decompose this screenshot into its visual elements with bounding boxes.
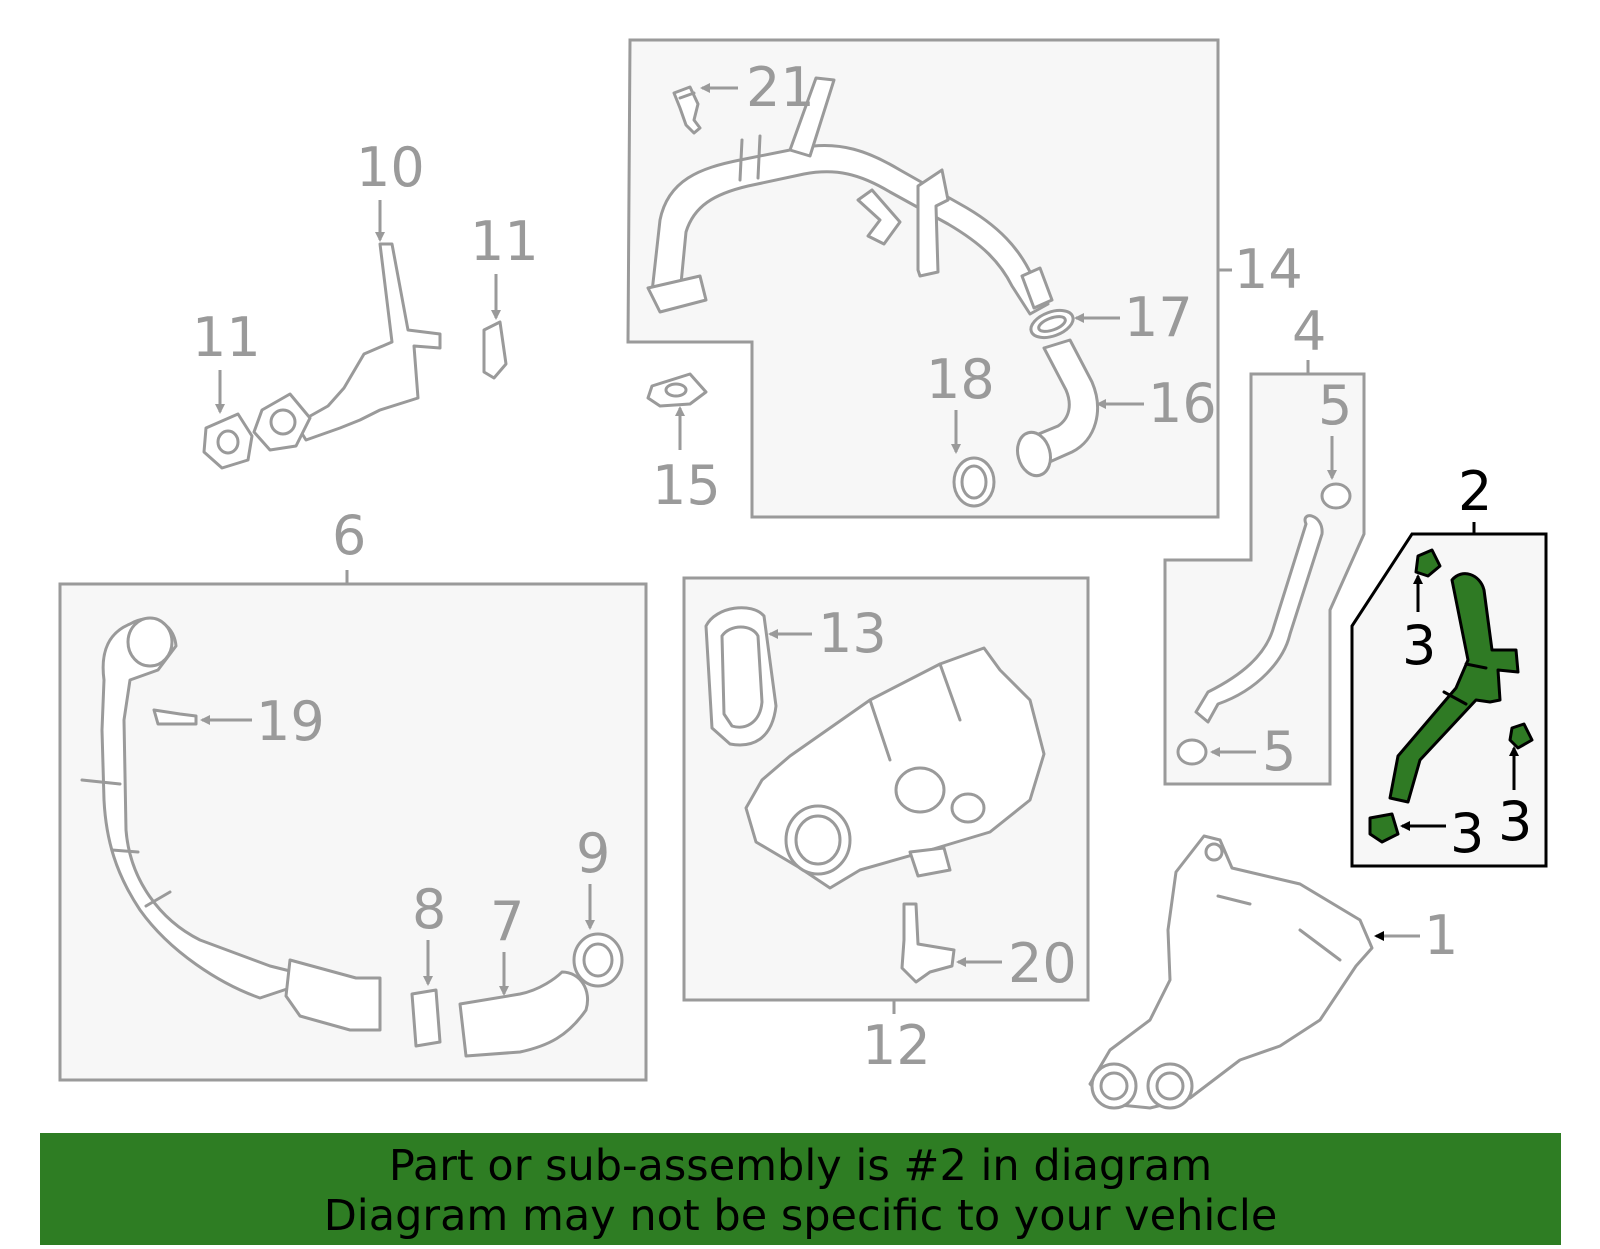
part-10-pipe[interactable] [252, 242, 442, 452]
callout-10: 10 [356, 136, 425, 199]
callout-15: 15 [652, 454, 721, 517]
leader-arrows [200, 83, 1519, 996]
banner-line-1: Part or sub-assembly is #2 in diagram [388, 1141, 1213, 1191]
part-13-gasket[interactable] [704, 606, 778, 747]
callout-17: 17 [1124, 286, 1193, 349]
callout-8: 8 [412, 878, 446, 941]
callout-5-upper: 5 [1318, 374, 1352, 437]
callout-6: 6 [332, 504, 366, 567]
part-9-clamp[interactable] [572, 932, 624, 988]
part-6-pipe[interactable] [80, 616, 382, 1032]
banner-line-2: Diagram may not be specific to your vehi… [323, 1191, 1278, 1241]
callout-11-left: 11 [192, 306, 261, 369]
part-3-clamp-b[interactable] [1508, 722, 1534, 750]
part-1-water-pump-housing[interactable] [1088, 834, 1374, 1110]
part-20-sensor[interactable] [900, 902, 956, 984]
part-8-clamp[interactable] [410, 988, 442, 1048]
callout-7: 7 [490, 890, 524, 953]
callout-18: 18 [926, 348, 995, 411]
part-7-hose[interactable] [458, 970, 589, 1058]
part-4-hose[interactable] [1194, 514, 1324, 724]
callout-2: 2 [1458, 460, 1492, 523]
group-14-frame [626, 38, 1232, 519]
part-5-clamp-lower[interactable] [1176, 738, 1208, 766]
part-2-coolant-hose[interactable] [1388, 572, 1520, 804]
callout-13: 13 [818, 602, 887, 665]
callout-3-b: 3 [1498, 790, 1532, 853]
callout-labels: 21 14 17 16 18 15 10 11 11 4 5 5 2 3 3 3… [192, 56, 1532, 1077]
part-21-sensor[interactable] [672, 85, 702, 135]
part-17-clamp[interactable] [1027, 305, 1077, 343]
group-4-frame [1163, 360, 1366, 786]
part-15-flange[interactable] [646, 372, 708, 408]
callout-3-a: 3 [1402, 614, 1436, 677]
callout-1: 1 [1424, 904, 1458, 967]
part-14-coolant-pipe[interactable] [646, 76, 1054, 316]
part-16-hose[interactable] [1013, 338, 1100, 479]
part-11-bracket-right[interactable] [482, 320, 508, 380]
callout-3-c: 3 [1450, 802, 1484, 865]
callout-14: 14 [1234, 238, 1303, 301]
notice-banner: Part or sub-assembly is #2 in diagram Di… [40, 1133, 1561, 1245]
part-3-clamp-c[interactable] [1368, 812, 1400, 844]
callout-4: 4 [1292, 300, 1326, 363]
part-18-clamp[interactable] [952, 456, 996, 508]
callout-5-lower: 5 [1262, 720, 1296, 783]
callout-11-right: 11 [470, 210, 539, 273]
callout-19: 19 [256, 690, 325, 753]
callout-12: 12 [862, 1014, 931, 1077]
part-12-thermostat-housing[interactable] [744, 646, 1046, 890]
part-5-clamp-upper[interactable] [1320, 482, 1352, 510]
callout-9: 9 [576, 822, 610, 885]
callout-20: 20 [1008, 932, 1077, 995]
part-11-gasket-left[interactable] [202, 412, 254, 470]
callout-16: 16 [1148, 372, 1217, 435]
part-3-clamp-a[interactable] [1414, 548, 1442, 578]
callout-21: 21 [746, 56, 815, 119]
part-19-bolt[interactable] [152, 708, 198, 726]
